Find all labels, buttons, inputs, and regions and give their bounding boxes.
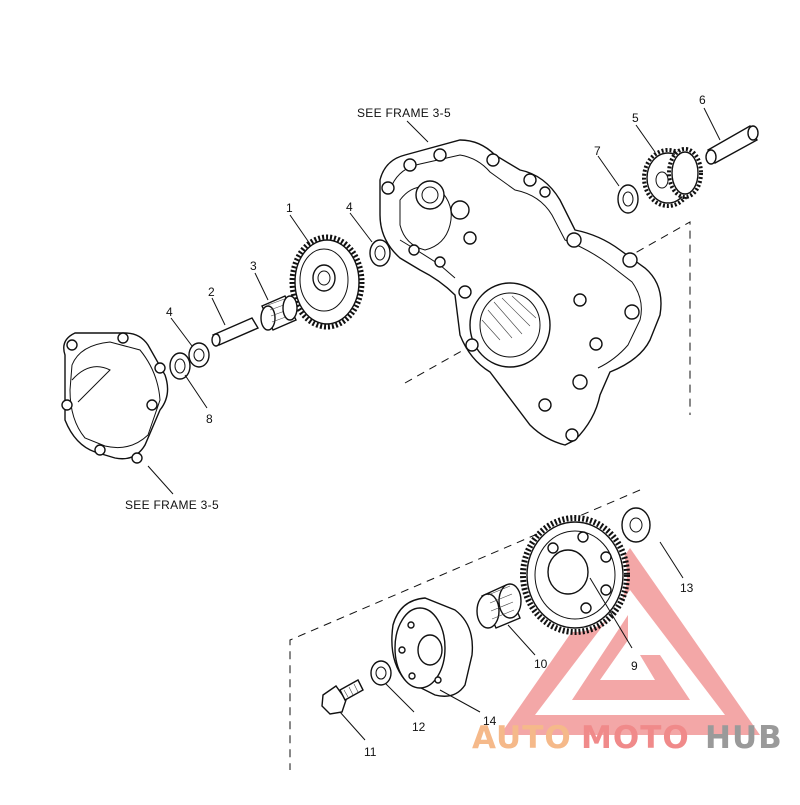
callout-labels: 1 2 3 4 4 5 6 7 8 9 10 11 12 13 14 xyxy=(166,93,706,759)
callout-4-lower: 4 xyxy=(166,305,173,319)
watermark-text-moto: MOTO xyxy=(581,720,690,756)
needle-bearing-part-3 xyxy=(260,295,298,331)
washer-part-8 xyxy=(169,352,191,380)
callout-9: 9 xyxy=(631,659,638,673)
callout-13: 13 xyxy=(680,581,694,595)
alignment-dashed-outline xyxy=(289,221,691,770)
engine-case-housing xyxy=(379,139,662,446)
washer-part-12 xyxy=(370,660,392,686)
callout-6: 6 xyxy=(699,93,706,107)
callout-5: 5 xyxy=(632,111,639,125)
gear-part-5 xyxy=(642,147,703,208)
clutch-housing-part-14 xyxy=(391,597,474,697)
shaft-part-2 xyxy=(211,317,260,347)
left-cover xyxy=(61,332,169,464)
idler-gear-part-1 xyxy=(289,234,365,330)
watermark-text-hub: HUB xyxy=(705,720,783,756)
frame-reference-top: SEE FRAME 3-5 xyxy=(357,106,451,120)
washer-part-7 xyxy=(617,184,639,214)
callout-11: 11 xyxy=(364,745,377,759)
watermark: AUTO MOTO HUB xyxy=(472,720,783,756)
callout-8: 8 xyxy=(206,412,213,426)
callout-2: 2 xyxy=(208,285,215,299)
callout-10: 10 xyxy=(534,657,548,671)
needle-bearing-part-10 xyxy=(476,583,522,629)
watermark-logo-icon xyxy=(500,548,760,735)
callout-1: 1 xyxy=(286,201,293,215)
starter-gear-part-9 xyxy=(520,515,630,635)
pin-part-6 xyxy=(705,125,759,165)
bolt-part-11 xyxy=(321,679,364,715)
callout-3: 3 xyxy=(250,259,257,273)
leader-lines xyxy=(147,107,721,741)
callout-4-upper: 4 xyxy=(346,200,353,214)
callout-12: 12 xyxy=(412,720,426,734)
callout-7: 7 xyxy=(594,144,601,158)
callout-14: 14 xyxy=(483,714,497,728)
washer-part-13 xyxy=(621,507,651,543)
watermark-text-auto: AUTO xyxy=(472,720,572,756)
washer-part-4-lower xyxy=(188,342,210,368)
washer-part-4-upper xyxy=(369,239,391,267)
frame-reference-left: SEE FRAME 3-5 xyxy=(125,498,219,512)
